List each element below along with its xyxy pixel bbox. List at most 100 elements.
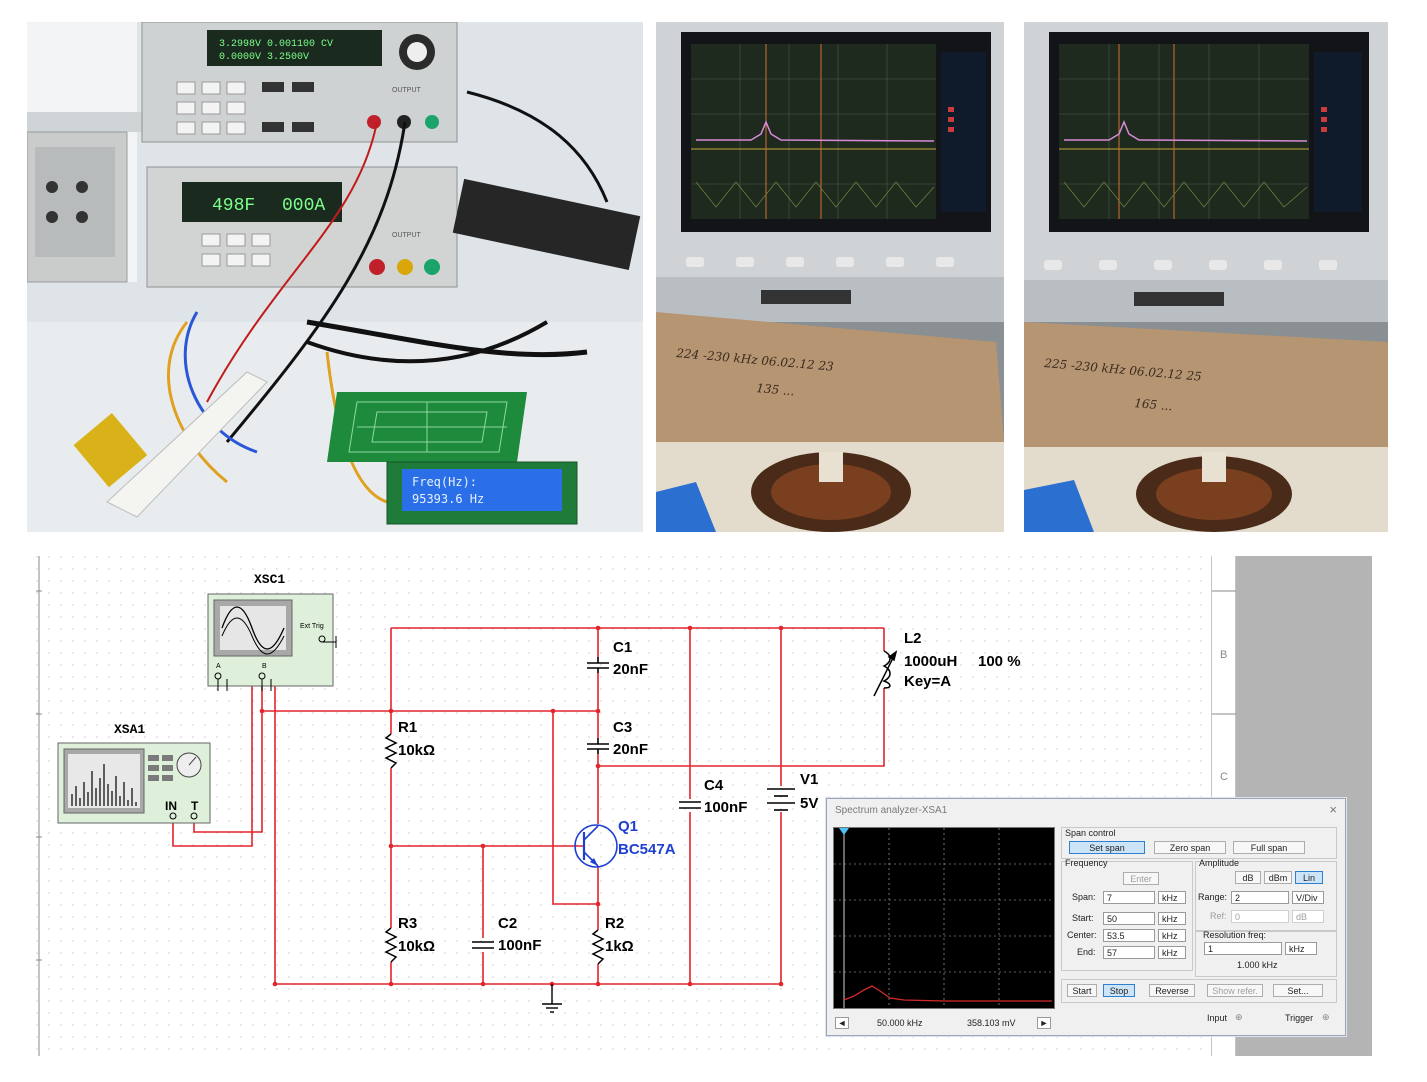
xsa1-t-label: T xyxy=(191,799,199,813)
lin-button[interactable]: Lin xyxy=(1295,871,1323,884)
sa-spectrum-trace xyxy=(843,985,1052,1002)
r2-ref: R2 xyxy=(605,915,624,932)
enter-button[interactable]: Enter xyxy=(1123,872,1159,885)
reverse-button[interactable]: Reverse xyxy=(1149,984,1195,997)
xsc1-ext-trig: Ext Trig xyxy=(300,623,324,630)
lcd-line-1: Freq(Hz): xyxy=(412,475,477,489)
zone-label-c: C xyxy=(1220,771,1228,783)
l2-key: Key=A xyxy=(904,673,951,690)
resistor-r3[interactable] xyxy=(384,927,398,963)
resolution-label: Resolution freq: xyxy=(1203,930,1267,940)
resolution-unit-select[interactable]: kHz xyxy=(1285,942,1317,955)
oscilloscope-xsc1[interactable]: XSC1 Ext Trig A B xyxy=(207,572,337,691)
dbm-button[interactable]: dBm xyxy=(1264,871,1292,884)
left-arrow-icon[interactable]: ◄ xyxy=(835,1017,849,1029)
ground-icon xyxy=(542,984,562,1013)
start-unit-select[interactable]: kHz xyxy=(1158,912,1186,925)
stop-button[interactable]: Stop xyxy=(1103,984,1135,997)
q1-value: BC547A xyxy=(618,841,676,858)
xsc1-ch-a: A xyxy=(216,663,221,670)
amp-readout: 358.103 mV xyxy=(967,1018,1016,1028)
db-button[interactable]: dB xyxy=(1235,871,1261,884)
xsc1-ch-b: B xyxy=(262,663,267,670)
resolution-group xyxy=(1195,931,1337,977)
q1-ref: Q1 xyxy=(618,818,638,835)
r3-value: 10kΩ xyxy=(398,938,435,955)
set-button[interactable]: Set... xyxy=(1273,984,1323,997)
span-unit-select[interactable]: kHz xyxy=(1158,891,1186,904)
input-terminal-icon[interactable]: ⊕ xyxy=(1235,1012,1243,1022)
r2-value: 1kΩ xyxy=(605,938,634,955)
span-control-label: Span control xyxy=(1065,828,1116,838)
ref-label: Ref: xyxy=(1210,911,1227,921)
bench-photo: 3.2998V 0.001100 CV 0.0000V 3.2500V OUTP… xyxy=(27,22,643,532)
spectrum-analyzer-xsa1[interactable]: XSA1 IN T xyxy=(57,722,211,824)
capacitor-c1[interactable] xyxy=(587,657,609,673)
c1-value: 20nF xyxy=(613,661,648,678)
close-icon[interactable]: × xyxy=(1329,802,1337,817)
lcd-line-2: 95393.6 Hz xyxy=(412,492,484,506)
xsc1-name: XSC1 xyxy=(254,572,285,587)
psu-output-label-top: OUTPUT xyxy=(392,87,422,94)
set-span-button[interactable]: Set span xyxy=(1069,841,1145,854)
frequency-label: Frequency xyxy=(1065,858,1108,868)
show-refer-button[interactable]: Show refer. xyxy=(1207,984,1263,997)
capacitor-c4[interactable] xyxy=(679,801,701,809)
psu-output-label-bottom: OUTPUT xyxy=(392,232,422,239)
c4-ref: C4 xyxy=(704,777,724,794)
sa-cursor-icon[interactable] xyxy=(839,828,849,835)
inductor-l2[interactable] xyxy=(873,650,898,697)
start-input[interactable]: 50 xyxy=(1103,912,1155,925)
center-unit-select[interactable]: kHz xyxy=(1158,929,1186,942)
center-label: Center: xyxy=(1067,930,1097,940)
range-unit-select[interactable]: V/Div xyxy=(1292,891,1324,904)
start-label: Start: xyxy=(1072,913,1094,923)
sa-display xyxy=(833,827,1055,1009)
full-span-button[interactable]: Full span xyxy=(1233,841,1305,854)
psu-bottom-display-amp: 000A xyxy=(282,196,325,216)
span-input[interactable]: 7 xyxy=(1103,891,1155,904)
end-unit-select[interactable]: kHz xyxy=(1158,946,1186,959)
span-control-group xyxy=(1061,827,1337,859)
scope-photo-left: 224 -230 kHz 06.02.12 23 135 ... xyxy=(656,22,1004,532)
range-input[interactable]: 2 xyxy=(1231,891,1289,904)
c2-value: 100nF xyxy=(498,937,541,954)
c3-ref: C3 xyxy=(613,719,632,736)
battery-v1[interactable] xyxy=(767,788,795,811)
center-input[interactable]: 53.5 xyxy=(1103,929,1155,942)
zone-label-b: B xyxy=(1220,649,1227,661)
xsa1-name: XSA1 xyxy=(114,722,145,737)
psu-top-display-line1: 3.2998V 0.001100 CV xyxy=(219,39,333,50)
ref-unit-select[interactable]: dB xyxy=(1292,910,1324,923)
circuit-wires xyxy=(172,627,885,985)
c1-ref: C1 xyxy=(613,639,632,656)
ref-input[interactable]: 0 xyxy=(1231,910,1289,923)
c3-value: 20nF xyxy=(613,741,648,758)
input-terminal-label: Input xyxy=(1207,1013,1228,1023)
right-arrow-icon[interactable]: ► xyxy=(1037,1017,1051,1029)
trigger-terminal-label: Trigger xyxy=(1285,1013,1314,1023)
resolution-readout: 1.000 kHz xyxy=(1237,960,1278,970)
r3-ref: R3 xyxy=(398,915,417,932)
resistor-r1[interactable] xyxy=(384,733,398,769)
box-writing-left-2: 135 ... xyxy=(756,381,795,398)
capacitor-c2[interactable] xyxy=(472,941,494,949)
start-button[interactable]: Start xyxy=(1067,984,1097,997)
c4-value: 100nF xyxy=(704,799,747,816)
end-input[interactable]: 57 xyxy=(1103,946,1155,959)
l2-ref: L2 xyxy=(904,630,922,647)
sa-window-title: Spectrum analyzer-XSA1 xyxy=(835,805,948,816)
scope-photo-right: 225 -230 kHz 06.02.12 25 165 ... xyxy=(1024,22,1388,532)
capacitor-c3[interactable] xyxy=(587,738,609,754)
amplitude-label: Amplitude xyxy=(1199,858,1240,868)
l2-percent: 100 % xyxy=(978,653,1021,670)
end-label: End: xyxy=(1077,947,1096,957)
resolution-input[interactable]: 1 xyxy=(1204,942,1282,955)
span-label: Span: xyxy=(1072,892,1096,902)
range-label: Range: xyxy=(1198,892,1228,902)
transistor-q1[interactable] xyxy=(574,824,618,868)
resistor-r2[interactable] xyxy=(591,929,605,965)
zero-span-button[interactable]: Zero span xyxy=(1154,841,1226,854)
trigger-terminal-icon[interactable]: ⊕ xyxy=(1322,1012,1330,1022)
c2-ref: C2 xyxy=(498,915,517,932)
